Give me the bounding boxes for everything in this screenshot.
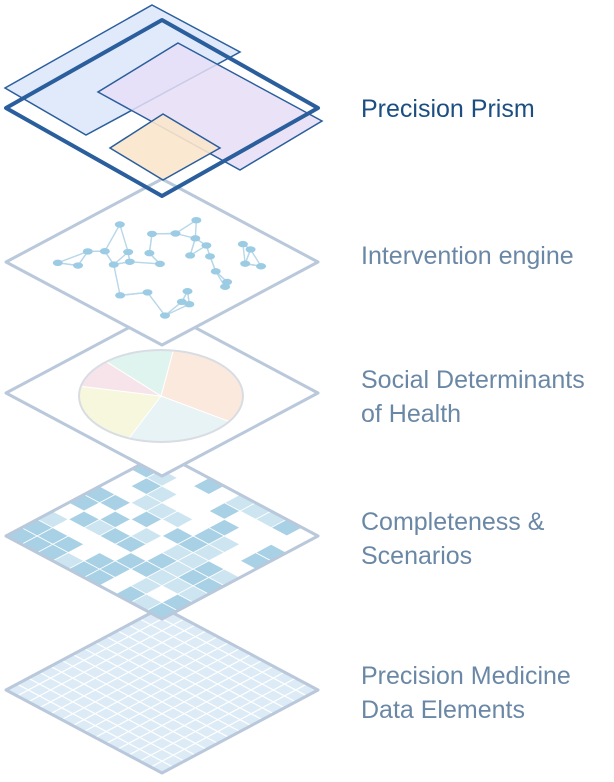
pie-chart-icon: [78, 349, 244, 443]
layer-completeness-plane: [4, 451, 320, 621]
layer-intervention-engine-plane: [4, 177, 320, 347]
network-node: [190, 235, 201, 242]
label-line: Data Elements: [361, 696, 525, 724]
label-line: Precision Prism: [361, 95, 535, 123]
network-edge: [104, 224, 121, 252]
network-node: [99, 248, 110, 255]
grid-line: [61, 659, 218, 744]
label-completeness: Completeness & Scenarios: [361, 505, 544, 573]
network-node: [108, 261, 119, 268]
network-node: [176, 298, 187, 306]
grid-line: [83, 647, 241, 733]
grid-line: [72, 653, 230, 738]
label-line: Scenarios: [361, 542, 473, 570]
network-node: [191, 216, 202, 224]
network-edge: [148, 233, 153, 254]
network-node: [73, 262, 84, 269]
label-precision-prism: Precision Prism: [361, 92, 535, 126]
network-node: [205, 253, 216, 260]
network-node: [154, 260, 165, 268]
network-edge: [242, 244, 246, 264]
network-node: [144, 249, 155, 257]
grid-line: [128, 671, 285, 756]
network-node: [220, 283, 231, 290]
network-node: [52, 259, 63, 267]
label-line: Social Determinants: [361, 366, 585, 394]
network-node: [114, 221, 125, 228]
network-node: [146, 230, 157, 238]
network-node: [210, 268, 221, 275]
prism-blue-sheet: [3, 4, 242, 136]
label-line: Intervention engine: [361, 242, 574, 270]
pie-outline: [78, 349, 244, 443]
grid-line: [16, 683, 174, 768]
network-node: [201, 242, 212, 249]
prism-frame: [4, 18, 320, 198]
label-data-elements: Precision Medicine Data Elements: [361, 659, 571, 727]
grid-line: [139, 677, 296, 762]
network-graph-icon: [52, 216, 267, 319]
network-node: [115, 292, 126, 299]
network-node: [256, 263, 267, 270]
network-node: [184, 301, 195, 308]
network-edge: [129, 261, 160, 265]
label-line: Completeness &: [361, 508, 545, 536]
network-edge: [57, 250, 89, 264]
grid-line: [106, 659, 263, 744]
network-node: [124, 258, 135, 265]
grid-line: [150, 683, 308, 768]
network-edge: [119, 224, 129, 253]
layer-data-elements-plane: [4, 605, 320, 775]
layer-social-determinants-plane: [4, 308, 320, 478]
grid-line: [50, 665, 207, 750]
network-node: [182, 288, 193, 295]
label-intervention-engine: Intervention engine: [361, 239, 574, 273]
network-node: [185, 252, 196, 259]
network-node: [245, 246, 256, 253]
network-edge: [113, 264, 121, 296]
network-node: [123, 248, 134, 256]
label-social-determinants: Social Determinants of Health: [361, 363, 585, 431]
layer-precision-prism-plane: [3, 4, 324, 198]
label-line: Precision Medicine: [361, 662, 571, 690]
network-node: [237, 240, 248, 248]
network-node: [160, 312, 171, 319]
network-node: [170, 230, 181, 237]
label-line: of Health: [361, 400, 462, 428]
grid-line: [94, 653, 252, 738]
network-node: [82, 248, 93, 255]
prism-orange-sheet: [108, 113, 222, 181]
grid-line: [39, 671, 196, 756]
grid-line: [117, 665, 274, 750]
network-edge: [146, 291, 166, 316]
grid-line: [28, 677, 185, 762]
network-node: [240, 260, 251, 267]
network-edge: [164, 303, 190, 317]
network-node: [142, 289, 153, 296]
